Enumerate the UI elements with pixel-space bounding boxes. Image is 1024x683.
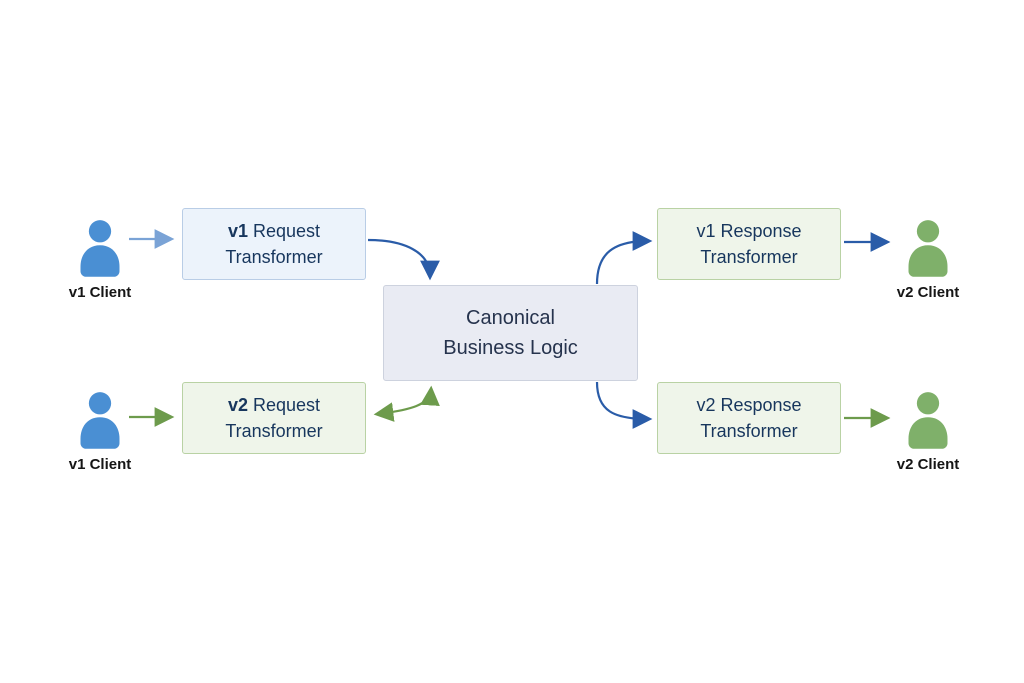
- node-line1: v2 Request: [227, 394, 321, 415]
- person-icon: [80, 220, 120, 277]
- client-label: v1 Client: [68, 456, 132, 473]
- node-line1: v1 Response: [696, 220, 802, 241]
- node-line1: v2 Response: [696, 394, 802, 415]
- node-line2: Transformer: [225, 247, 323, 267]
- person-icon: [80, 392, 120, 449]
- client-label: v2 Client: [896, 284, 960, 301]
- client-v2-bottom: v2 Client: [880, 390, 976, 473]
- client-label: v2 Client: [896, 456, 960, 473]
- arrow-canonical-to-v1response: [595, 231, 653, 285]
- node-line1: v1 Request: [227, 220, 321, 241]
- node-line2: Business Logic: [443, 337, 578, 359]
- arrow-v1request-to-canonical: [367, 238, 440, 281]
- node-line2: Transformer: [700, 247, 798, 267]
- node-v1-request-transformer: v1 Request Transformer: [182, 208, 366, 280]
- arrow-v2request-to-canonical: [373, 385, 440, 422]
- person-icon: [908, 392, 948, 449]
- node-line2: Transformer: [225, 421, 323, 441]
- node-v2-response-transformer: v2 Response Transformer: [657, 382, 841, 454]
- node-line1: Canonical: [466, 307, 555, 329]
- client-v1-bottom: v1 Client: [52, 390, 148, 473]
- node-v1-response-transformer: v1 Response Transformer: [657, 208, 841, 280]
- node-canonical-business-logic: Canonical Business Logic: [383, 285, 638, 381]
- node-line2: Transformer: [700, 421, 798, 441]
- client-v2-top: v2 Client: [880, 218, 976, 301]
- person-icon: [908, 220, 948, 277]
- arrow-canonical-to-v2response: [595, 381, 653, 429]
- client-v1-top: v1 Client: [52, 218, 148, 301]
- node-v2-request-transformer: v2 Request Transformer: [182, 382, 366, 454]
- client-label: v1 Client: [68, 284, 132, 301]
